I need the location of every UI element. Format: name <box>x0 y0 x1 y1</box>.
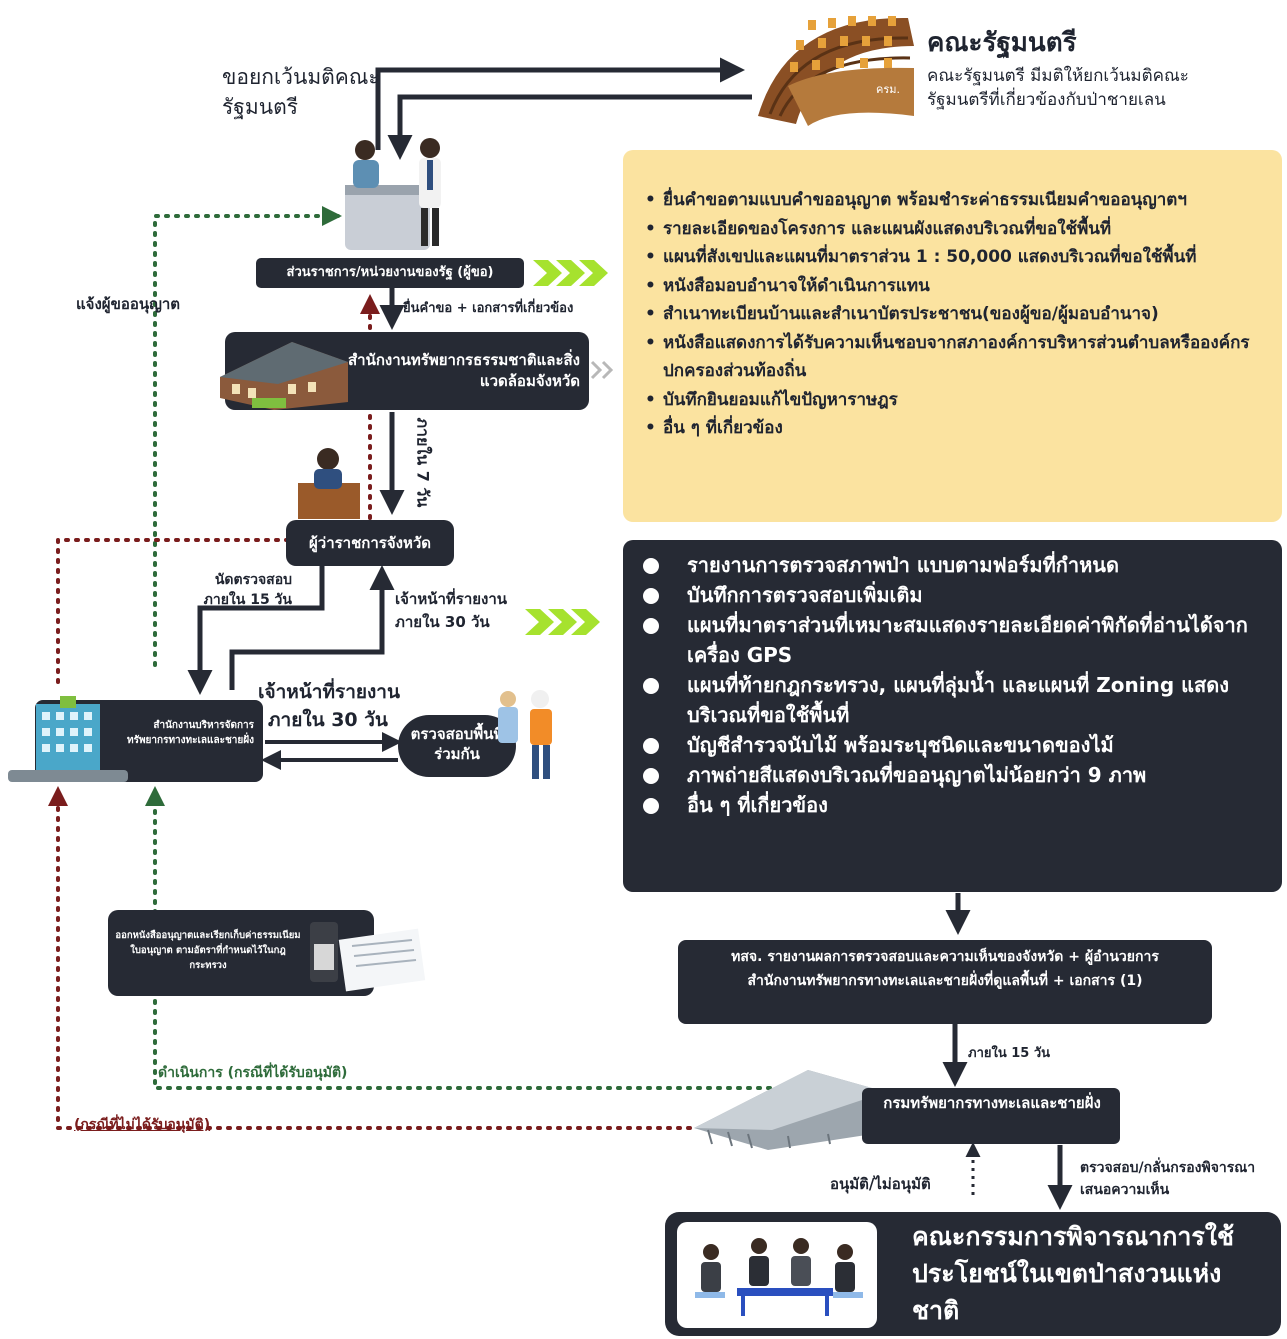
stamp-and-document-illustration <box>310 922 426 992</box>
required-doc-item: แผนที่สังเขปและแผนที่มาตราส่วน 1 : 50,00… <box>641 243 1271 272</box>
joint-inspection-blob <box>398 715 516 777</box>
governor-box: ผู้ว่าราชการจังหวัด <box>286 520 454 566</box>
cabinet-description: คณะรัฐมนตรี มีมติให้ยกเว้นมติคณะรัฐมนตรี… <box>927 66 1189 110</box>
appointment-label: นัดตรวจสอบภายใน 15 วัน <box>203 572 292 608</box>
committee-meeting-illustration <box>677 1222 877 1328</box>
governor-illustration <box>298 448 360 519</box>
notify-applicant-label: แจ้งผู้ขออนุญาต <box>76 295 181 313</box>
review-label: ตรวจสอบ/กลั่นกรองพิจารณาเสนอความเห็น <box>1080 1160 1256 1198</box>
inspection-doc-item: แผนที่มาตราส่วนที่เหมาะสมแสดงรายละเอียดค… <box>633 610 1268 670</box>
red-dotted-governor-left <box>56 538 290 692</box>
office-building-illustration <box>220 342 348 410</box>
department-building-illustration <box>694 1070 886 1150</box>
chevron-icon-applicant <box>533 260 608 286</box>
inspection-doc-item: ภาพถ่ายสีแสดงบริเวณที่ขออนุญาตไม่น้อยกว่… <box>633 760 1268 790</box>
inspection-documents-panel: รายงานการตรวจสภาพป่า แบบตามฟอร์มที่กำหนด… <box>623 540 1282 892</box>
not-approved-label: (กรณีที่ไม่ได้รับอนุมัติ) <box>74 1117 211 1133</box>
request-exemption-label: ขอยกเว้นมติคณะรัฐมนตรี <box>222 65 380 119</box>
submit-label: ยื่นคำขอ + เอกสารที่เกี่ยวข้อง <box>403 301 574 316</box>
required-doc-item: ยื่นคำขอตามแบบคำขออนุญาต พร้อมชำระค่าธรร… <box>641 186 1271 215</box>
chevron-icon-office <box>590 360 614 380</box>
cabinet-emblem-text: ครม. <box>876 83 900 96</box>
inspection-doc-item: รายงานการตรวจสภาพป่า แบบตามฟอร์มที่กำหนด <box>633 550 1268 580</box>
required-doc-item: อื่น ๆ ที่เกี่ยวข้อง <box>641 414 1271 443</box>
inspection-doc-item: แผนที่ท้ายกฎกระทรวง, แผนที่ลุ่มน้ำ และแผ… <box>633 670 1268 730</box>
parliament-icon: ครม. <box>758 16 914 126</box>
applicant-box: ส่วนราชการ/หน่วยงานของรัฐ (ผู้ขอ) <box>256 258 524 288</box>
provincial-report-card <box>678 940 1212 1024</box>
department-box: กรมทรัพยากรทางทะเลและชายฝั่ง <box>883 1094 1101 1112</box>
chevron-icon-report <box>525 609 600 635</box>
inspectors-illustration <box>498 690 552 779</box>
approve-label: อนุมัติ/ไม่อนุมัติ <box>830 1175 931 1193</box>
inspection-doc-item: บัญชีสำรวจนับไม้ พร้อมระบุชนิดและขนาดของ… <box>633 730 1268 760</box>
required-doc-item: บันทึกยินยอมแก้ไขปัญหาราษฎร <box>641 386 1271 415</box>
cabinet-title: คณะรัฐมนตรี <box>927 28 1077 58</box>
marine-office-building-illustration <box>8 696 128 782</box>
officer-report-label-b: เจ้าหน้าที่รายงาน <box>258 681 400 703</box>
applicant-counter-illustration <box>345 138 441 250</box>
marine-office-box: สำนักงานบริหารจัดการทรัพยากรทางทะเลและชา… <box>126 720 254 746</box>
required-doc-item: รายละเอียดของโครงการ และแผนผังแสดงบริเวณ… <box>641 215 1271 244</box>
permit-issue-box: ออกหนังสืออนุญาตและเรียกเก็บค่าธรรมเนียม… <box>115 930 301 971</box>
proceed-label: ดำเนินการ (กรณีที่ได้รับอนุมัติ) <box>158 1065 348 1081</box>
required-doc-item: หนังสือมอบอำนาจให้ดำเนินการแทน <box>641 272 1271 301</box>
required-documents-panel: ยื่นคำขอตามแบบคำขออนุญาต พร้อมชำระค่าธรร… <box>623 150 1282 522</box>
officer-report-label-a: เจ้าหน้าที่รายงานภายใน 30 วัน <box>395 590 508 631</box>
within-7-days-label: ภายใน 7 วัน <box>413 417 433 508</box>
required-doc-item: สำเนาทะเบียนบ้านและสำเนาบัตรประชาชน(ของผ… <box>641 300 1271 329</box>
provincial-office-box: สำนักงานทรัพยากรธรรมชาติและสิ่งแวดล้อมจั… <box>348 351 580 390</box>
inspection-doc-item: บันทึกการตรวจสอบเพิ่มเติม <box>633 580 1268 610</box>
committee-box: คณะกรรมการพิจารณาการใช้ประโยชน์ในเขตป่าส… <box>912 1222 1235 1325</box>
within-15-days-label: ภายใน 15 วัน <box>968 1046 1051 1061</box>
officer-report-label-b2: ภายใน 30 วัน <box>268 709 388 731</box>
department-card <box>862 1088 1120 1144</box>
inspection-doc-item: อื่น ๆ ที่เกี่ยวข้อง <box>633 790 1268 820</box>
provincial-report-box: ทสจ. รายงานผลการตรวจสอบและความเห็นของจัง… <box>731 949 1159 989</box>
required-doc-item: หนังสือแสดงการได้รับความเห็นชอบจากสภาองค… <box>641 329 1271 386</box>
joint-inspection-label: ตรวจสอบพื้นที่ร่วมกัน <box>410 725 504 763</box>
